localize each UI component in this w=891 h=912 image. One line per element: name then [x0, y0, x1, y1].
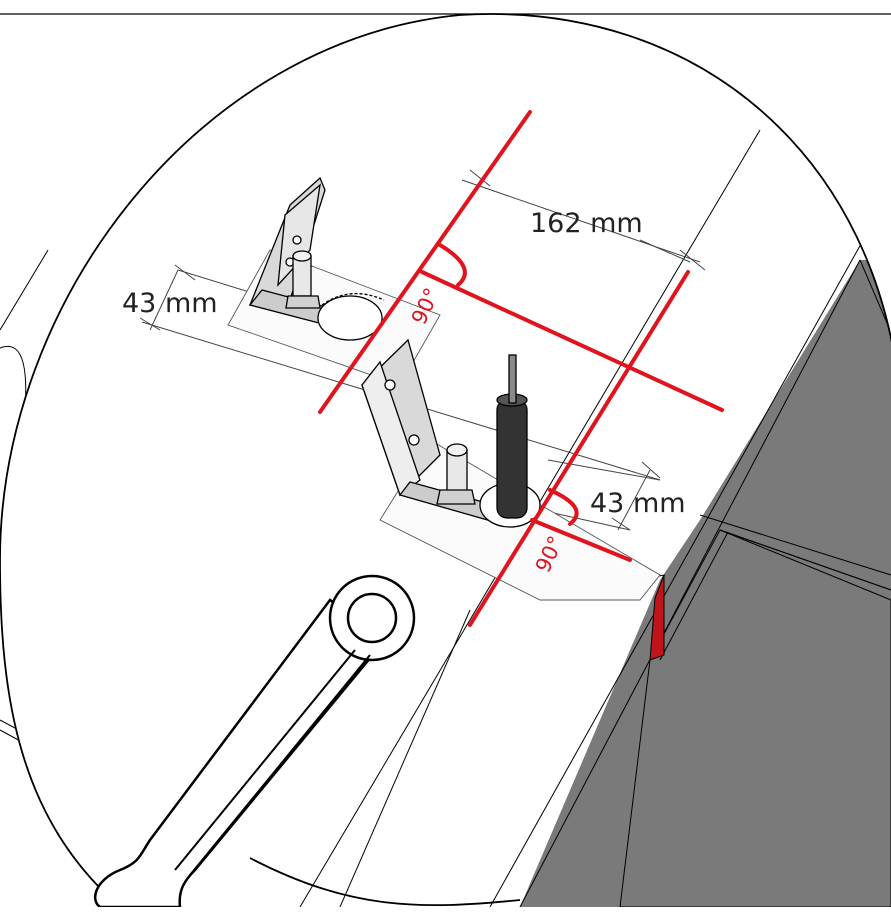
bolt-icon — [436, 443, 476, 505]
guide-lines — [318, 110, 724, 627]
pencil-icon — [496, 354, 528, 519]
dimension-right-label: 43 mm — [590, 488, 686, 519]
dimension-left-label: 43 mm — [122, 288, 218, 319]
magnifier-circle — [0, 13, 891, 908]
bracket-lower — [361, 338, 661, 601]
dimension-top-label: 162 mm — [530, 208, 643, 239]
wrench-icon — [94, 574, 416, 909]
bolt-icon — [285, 250, 321, 309]
bracket-upper — [227, 176, 441, 386]
